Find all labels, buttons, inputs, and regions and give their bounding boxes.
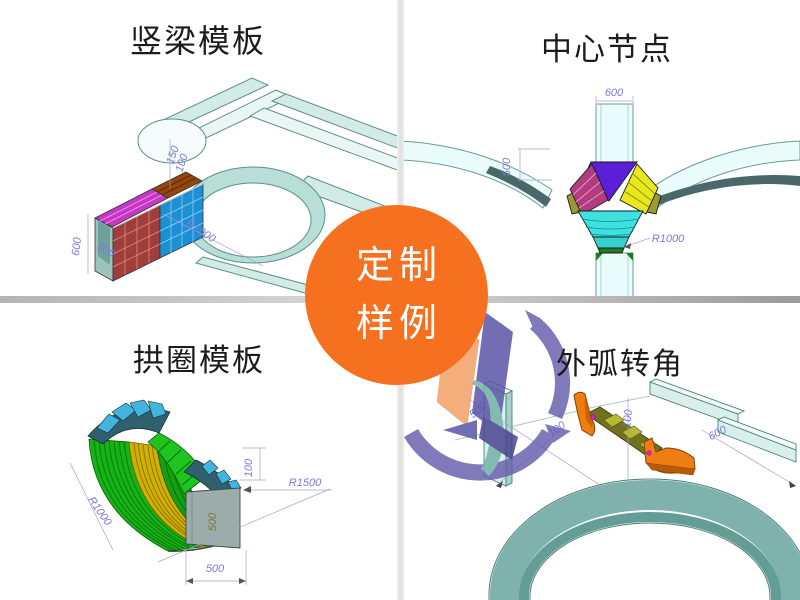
orange-corner-left bbox=[573, 391, 596, 437]
logo-swirl-upper bbox=[530, 318, 571, 419]
logo-teal-fin bbox=[471, 380, 504, 476]
dimension-lines bbox=[69, 447, 332, 585]
dim-segment-width: 500 bbox=[206, 563, 225, 575]
dim-side-height: 600 bbox=[70, 236, 84, 257]
corner-formwork-bar bbox=[573, 391, 696, 476]
badge-line-1: 定制 bbox=[355, 245, 442, 287]
title-vertical-beam-formwork: 竖梁模板 bbox=[129, 23, 267, 59]
dim-top-offset-a: 150 bbox=[165, 144, 182, 166]
logo-arrow bbox=[443, 420, 477, 440]
cyan-panel bbox=[577, 210, 644, 238]
dim-thickness: 100 bbox=[243, 458, 255, 477]
dim-center-offset: 100 bbox=[621, 408, 635, 428]
title-arch-ring-formwork: 拱圈模板 bbox=[133, 343, 265, 378]
node-panels bbox=[566, 161, 662, 254]
dimension-lines bbox=[518, 96, 651, 249]
left-arch bbox=[400, 140, 553, 209]
junction-slab bbox=[454, 378, 800, 600]
logo-purple-bar bbox=[472, 312, 513, 434]
dim-column-width: 600 bbox=[605, 87, 624, 99]
dim-outer-radius: R1500 bbox=[289, 477, 322, 489]
column bbox=[595, 103, 634, 300]
dim-arch-depth: 500 bbox=[501, 157, 513, 176]
logo-swirl-lower bbox=[404, 429, 556, 481]
corner-cutout bbox=[137, 118, 207, 164]
circular-cutout-ring bbox=[490, 480, 800, 600]
magenta-panel bbox=[569, 163, 609, 216]
dimension-labels: 600 500 R1000 bbox=[501, 87, 685, 245]
dimension-lines bbox=[87, 139, 264, 274]
badge-line-2: 样例 bbox=[355, 303, 442, 345]
logo-chevron bbox=[479, 416, 518, 460]
dim-radius: R1000 bbox=[652, 233, 685, 245]
dim-top-offset-b: 100 bbox=[174, 152, 191, 174]
formwork-box bbox=[94, 171, 204, 282]
center-node-drawing: 600 500 R1000 bbox=[400, 87, 800, 300]
title-center-node: 中心节点 bbox=[541, 32, 673, 67]
badge: 定制 样例 bbox=[305, 205, 488, 385]
title-outer-arc-corner: 外弧转角 bbox=[556, 348, 684, 381]
arch-ring-formwork-drawing: R1000 100 R1500 500 500 bbox=[69, 399, 332, 585]
dim-segment-height: 500 bbox=[207, 512, 219, 531]
yellow-panel bbox=[619, 163, 659, 215]
